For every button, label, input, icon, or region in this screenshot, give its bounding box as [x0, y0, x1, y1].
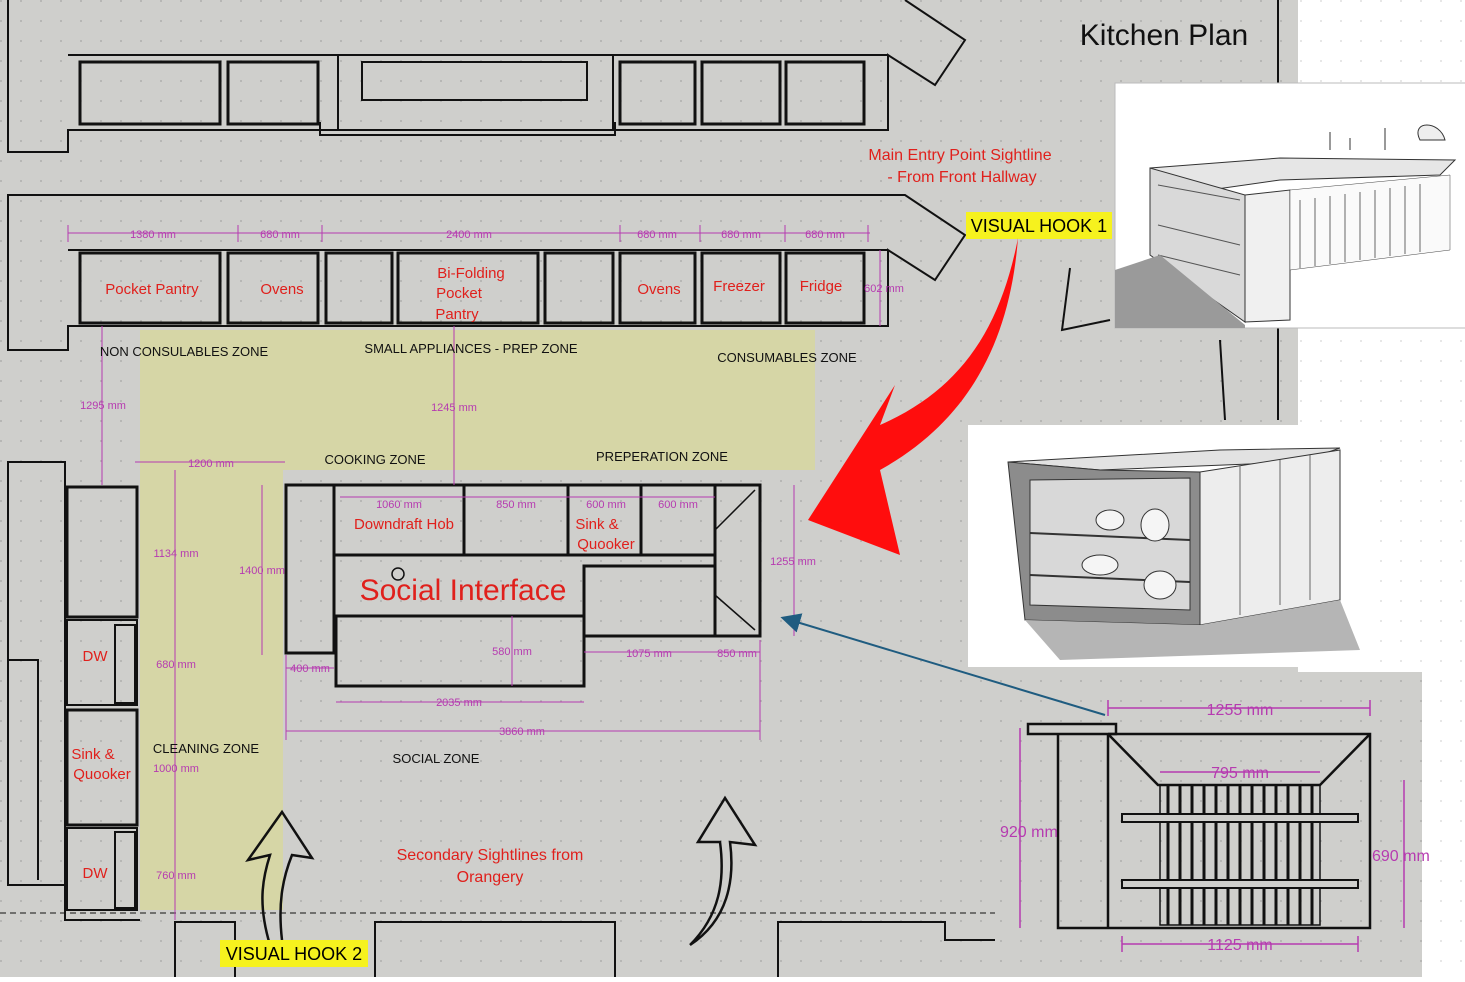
dim-760: 760 mm [156, 870, 196, 882]
dim-680-e: 680 mm [156, 659, 196, 671]
label-fridge: Fridge [800, 278, 843, 295]
bottom-walls [0, 912, 1000, 977]
elev-height-left: 920 mm [1000, 824, 1058, 841]
zone-cleaning: CLEANING ZONE [153, 741, 260, 756]
dim-850-a: 850 mm [496, 499, 536, 511]
label-bifold-2: Pocket [436, 285, 483, 302]
zone-social: SOCIAL ZONE [393, 751, 480, 766]
label-downdraft-hob: Downdraft Hob [354, 516, 454, 533]
left-wall-run [7, 461, 140, 921]
visual-hook-2-label: VISUAL HOOK 2 [226, 944, 362, 964]
dim-1000: 1000 mm [153, 763, 199, 775]
dim-602: 602 mm [864, 283, 904, 295]
dim-1245: 1245 mm [431, 402, 477, 414]
dim-680-c: 680 mm [721, 229, 761, 241]
label-ovens-left: Ovens [260, 281, 303, 298]
elev-height-right: 690 mm [1372, 848, 1430, 865]
dim-2400: 2400 mm [446, 229, 492, 241]
dim-1255: 1255 mm [770, 556, 816, 568]
dim-3860: 3860 mm [499, 726, 545, 738]
island [284, 483, 762, 688]
main-sightline-arrow [808, 238, 1018, 555]
dim-400: 400 mm [290, 663, 330, 675]
dim-1134: 1134 mm [153, 548, 198, 560]
label-social-interface: Social Interface [360, 574, 567, 607]
visual-hook-1-badge [966, 212, 1112, 239]
page-title: Kitchen Plan [1080, 19, 1248, 52]
label-bifold-3: Pantry [435, 306, 479, 323]
dim-1295: 1295 mm [80, 400, 126, 412]
elevation-link-arrow [780, 613, 1106, 716]
dim-1400: 1400 mm [239, 565, 285, 577]
secondary-sightline-label-2: Orangery [457, 869, 524, 886]
elevation-drawing [995, 672, 1422, 977]
visual-hook-1-label: VISUAL HOOK 1 [971, 216, 1107, 236]
label-wall-sink-2: Quooker [73, 766, 131, 783]
dim-580: 580 mm [492, 646, 532, 658]
secondary-sightline-label-1: Secondary Sightlines from [397, 847, 584, 864]
label-dw-top: DW [83, 648, 109, 665]
zone-preparation: PREPERATION ZONE [596, 449, 728, 464]
label-pocket-pantry: Pocket Pantry [105, 281, 199, 298]
elev-width-bottom: 1125 mm [1207, 937, 1273, 954]
zone-labels: NON CONSULABLES ZONE SMALL APPLIANCES - … [100, 341, 857, 766]
dim-680-a: 680 mm [260, 229, 300, 241]
upper-wall-run [7, 0, 967, 153]
elev-width-top: 1255 mm [1207, 702, 1274, 719]
dim-1200: 1200 mm [188, 458, 234, 470]
dim-1075: 1075 mm [626, 648, 672, 660]
dimension-labels: 1380 mm 680 mm 2400 mm 680 mm 680 mm 680… [80, 229, 904, 882]
dim-1380: 1380 mm [130, 229, 176, 241]
label-island-sink-1: Sink & [575, 516, 618, 533]
label-ovens-right: Ovens [637, 281, 680, 298]
label-island-sink-2: Quooker [577, 536, 635, 553]
dim-2035: 2035 mm [436, 697, 482, 709]
dim-680-d: 680 mm [805, 229, 845, 241]
zone-small-appliances: SMALL APPLIANCES - PREP ZONE [364, 341, 577, 356]
label-wall-sink-1: Sink & [71, 746, 114, 763]
sightline-main-label-1: Main Entry Point Sightline [868, 147, 1051, 164]
elevation-labels: 1255 mm 795 mm 920 mm 690 mm 1125 mm [1000, 702, 1430, 954]
label-dw-bottom: DW [83, 865, 109, 882]
zone-non-consumables: NON CONSULABLES ZONE [100, 344, 269, 359]
zone-consumables: CONSUMABLES ZONE [717, 350, 857, 365]
zone-cooking: COOKING ZONE [324, 452, 425, 467]
secondary-sightline-arrows [245, 795, 758, 947]
island-render-bottom [968, 425, 1370, 667]
dim-850-b: 850 mm [717, 648, 757, 660]
elev-inner: 795 mm [1211, 765, 1269, 782]
island-render-top [1114, 82, 1465, 329]
label-freezer: Freezer [713, 278, 765, 295]
unit-labels: Pocket Pantry Ovens Bi-Folding Pocket Pa… [71, 265, 842, 882]
visual-hook-2-badge [220, 940, 368, 967]
dim-680-b: 680 mm [637, 229, 677, 241]
dim-600-a: 600 mm [586, 499, 626, 511]
dim-600-b: 600 mm [658, 499, 698, 511]
dimension-lines [67, 225, 881, 920]
label-bifold-1: Bi-Folding [437, 265, 505, 282]
zone-fills [140, 330, 815, 910]
back-wall-run [7, 194, 967, 351]
dim-1060: 1060 mm [376, 499, 422, 511]
sightline-main-label-2: - From Front Hallway [887, 169, 1036, 186]
